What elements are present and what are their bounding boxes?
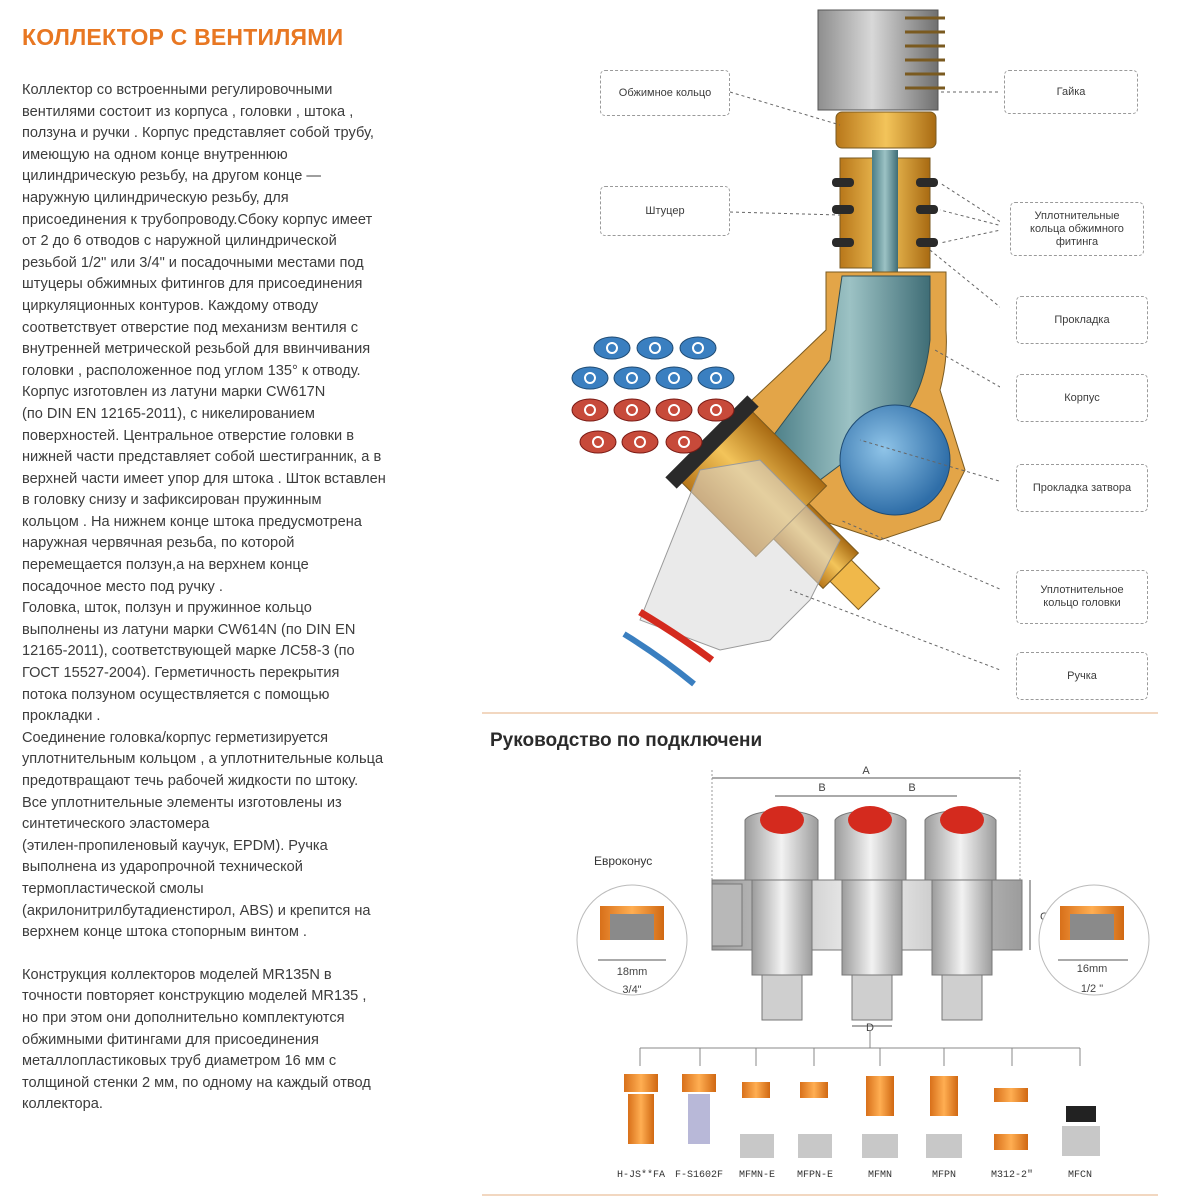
callout-valve-gasket: Прокладка затвора <box>1016 464 1148 512</box>
dim-b-label-1: B <box>818 782 825 794</box>
paragraph-4: Конструкция коллекторов моделей MR135N в… <box>22 966 371 1113</box>
left-mm-label: 18mm <box>617 966 648 978</box>
valve-cutaway-diagram <box>571 9 1000 687</box>
paragraph-1: Коллектор со встроенными регулировочными… <box>22 82 386 595</box>
fitting-label-3: MFMN-E <box>738 1170 776 1181</box>
dim-d-label: D <box>866 1022 874 1034</box>
fitting-label-7: M312-2" <box>990 1170 1034 1181</box>
fitting-label-1: H-JS**FA <box>616 1170 666 1181</box>
page-title: КОЛЛЕКТОР С ВЕНТИЛЯМИ <box>22 24 344 50</box>
callout-handle: Ручка <box>1016 652 1148 700</box>
valve-1 <box>744 806 819 1021</box>
description-text: Коллектор со встроенными регулировочными… <box>22 80 477 1116</box>
fitting-label-2: F-S1602F <box>674 1170 724 1181</box>
dim-b-label-2: B <box>908 782 915 794</box>
fitting-label-8: MFCN <box>1067 1170 1093 1181</box>
callout-nut: Гайка <box>1004 70 1138 114</box>
callout-gasket: Прокладка <box>1016 296 1148 344</box>
connection-guide-title: Руководство по подключени <box>490 730 763 751</box>
callout-fitting: Штуцер <box>600 186 730 236</box>
callout-compression-ring: Обжимное кольцо <box>600 70 730 116</box>
callout-head-seal: Уплотнительное кольцо головки <box>1016 570 1148 624</box>
right-size-label: 1/2 " <box>1081 983 1103 995</box>
fitting-label-4: MFPN-E <box>796 1170 834 1181</box>
fitting-label-6: MFPN <box>931 1170 957 1181</box>
valve-2 <box>834 806 907 1021</box>
bottom-divider <box>482 1194 1158 1196</box>
dim-a-label: A <box>862 765 870 777</box>
connection-guide-diagram: A B B C D 18mm 3/4" 16mm 1/2 " <box>576 765 1150 1158</box>
fitting-label-5: MFMN <box>867 1170 893 1181</box>
valve-3 <box>924 806 997 1021</box>
euroconus-label: Евроконус <box>594 854 653 868</box>
section-divider <box>482 712 1158 714</box>
left-size-label: 3/4" <box>622 984 641 996</box>
callout-seal-rings: Уплотнительные кольца обжимного фитинга <box>1010 202 1144 256</box>
paragraph-2: Головка, шток, ползун и пружинное кольцо… <box>22 600 356 725</box>
callout-body: Корпус <box>1016 374 1148 422</box>
right-mm-label: 16mm <box>1077 963 1108 975</box>
paragraph-3: Соединение головка/корпус герметизируетс… <box>22 729 384 941</box>
